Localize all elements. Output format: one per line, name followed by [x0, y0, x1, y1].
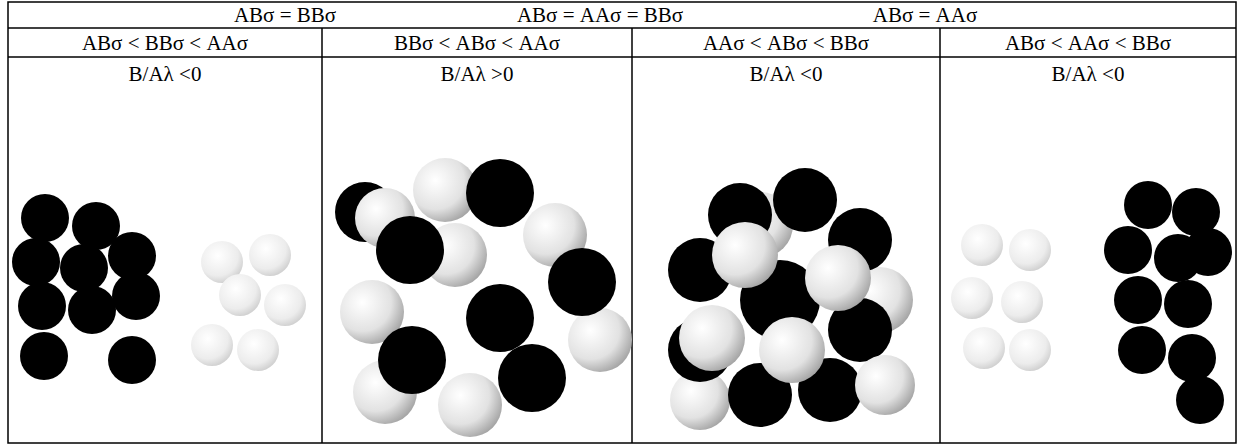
sphere-b [1114, 276, 1162, 324]
sphere-b [20, 332, 68, 380]
sphere-a [438, 373, 502, 437]
sphere-b [466, 284, 534, 352]
row-rule [8, 27, 1236, 29]
sphere-b [108, 336, 156, 384]
lambda-sign: B/Aλ <0 [1052, 64, 1125, 85]
equality-label: ABσ = BBσ [234, 5, 336, 26]
ordering-header: ABσ < AAσ < BBσ [1005, 33, 1171, 54]
row-rule [8, 56, 1236, 58]
sphere-b [1164, 280, 1212, 328]
sphere-b [378, 326, 446, 394]
sphere-a [249, 234, 291, 276]
sphere-a [568, 308, 632, 372]
sphere-b [376, 216, 444, 284]
sphere-a [961, 224, 1003, 266]
sphere-a [855, 355, 915, 415]
sphere-b [1124, 181, 1172, 229]
sphere-b [548, 248, 616, 316]
sphere-a [219, 274, 261, 316]
sphere-b [112, 272, 160, 320]
sphere-b [498, 344, 566, 412]
sphere-a [1001, 281, 1043, 323]
white-cluster [951, 224, 1051, 371]
sphere-b [773, 168, 837, 232]
sphere-a [805, 245, 871, 311]
sphere-b [18, 282, 66, 330]
black-cluster [12, 194, 160, 384]
ordering-header: ABσ < BBσ < AAσ [82, 33, 248, 54]
equality-label: ABσ = AAσ [873, 5, 978, 26]
sphere-b [1176, 376, 1224, 424]
mixed-cluster [335, 158, 632, 437]
lambda-sign: B/Aλ <0 [750, 64, 823, 85]
ordering-header: AAσ < ABσ < BBσ [703, 33, 869, 54]
sphere-a [712, 222, 778, 288]
sphere-b [1168, 334, 1216, 382]
sphere-b [1184, 228, 1232, 276]
core-shell-cluster [668, 168, 915, 430]
table-border [8, 2, 1236, 443]
sphere-b [60, 244, 108, 292]
sphere-a [1009, 329, 1051, 371]
sphere-b [1118, 326, 1166, 374]
sphere-a [963, 327, 1005, 369]
table-grid [8, 2, 1236, 443]
sphere-a [1009, 229, 1051, 271]
sphere-b [12, 238, 60, 286]
sphere-b [68, 286, 116, 334]
sphere-a [679, 305, 745, 371]
sphere-a [191, 324, 233, 366]
sphere-b [21, 194, 69, 242]
lambda-sign: B/Aλ >0 [441, 64, 514, 85]
white-cluster [191, 234, 306, 371]
sphere-a [237, 329, 279, 371]
column-rule [321, 28, 323, 443]
black-cluster [1104, 181, 1232, 424]
sphere-b [1104, 226, 1152, 274]
sphere-a [759, 317, 825, 383]
lambda-sign: B/Aλ <0 [129, 64, 202, 85]
equality-label: ABσ = AAσ = BBσ [517, 5, 683, 26]
sphere-a [264, 284, 306, 326]
column-rule [631, 28, 633, 443]
sphere-a [951, 277, 993, 319]
ordering-header: BBσ < ABσ < AAσ [394, 33, 560, 54]
sphere-b [466, 159, 534, 227]
column-rule [939, 28, 941, 443]
